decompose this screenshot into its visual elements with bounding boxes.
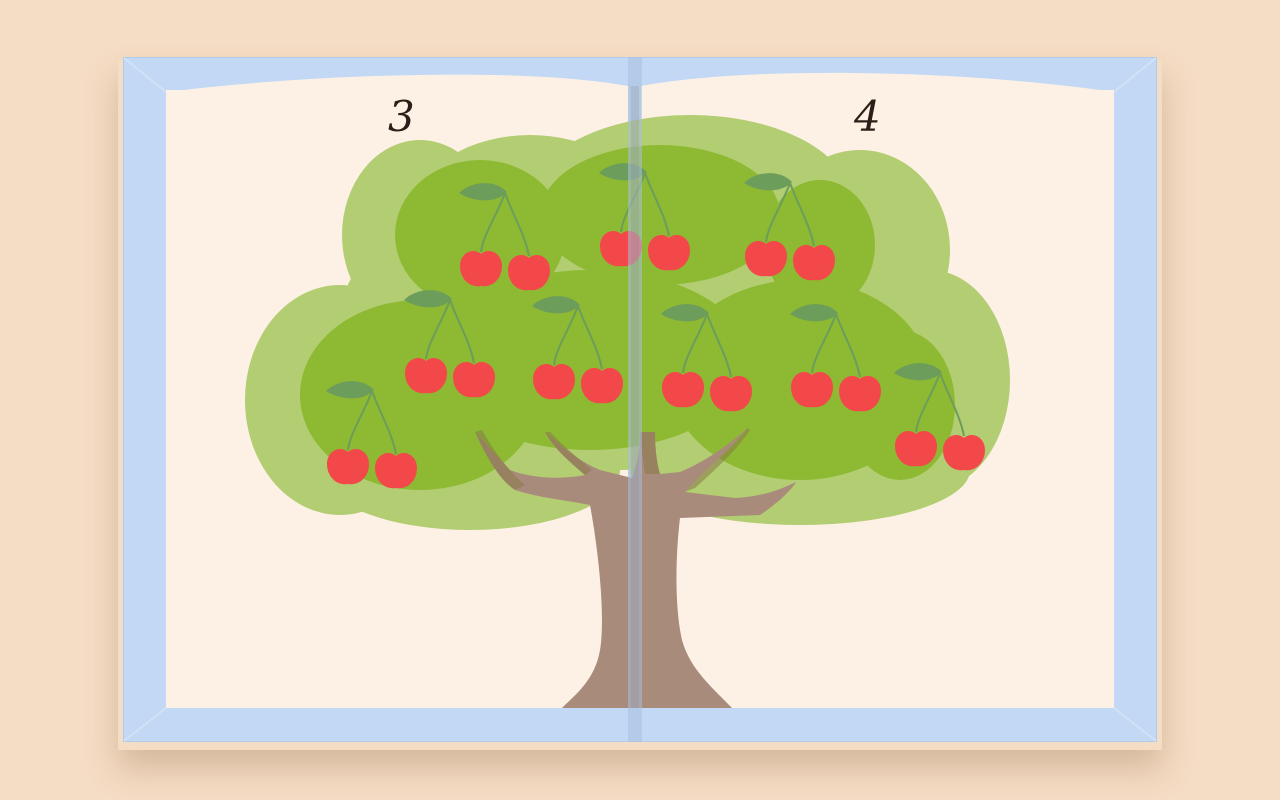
cherry-stem [577, 305, 603, 370]
cherry[interactable] [405, 358, 447, 394]
cherry-leaf [894, 363, 942, 381]
cherry-stem [789, 182, 815, 247]
cherry-stem [682, 313, 708, 374]
left-page-number: 3 [388, 92, 415, 141]
cherry[interactable] [662, 372, 704, 408]
cherry[interactable] [745, 241, 787, 277]
branch-shadows [475, 428, 750, 492]
cherry-stem [706, 313, 732, 378]
cherry[interactable] [895, 431, 937, 467]
right-page-number: 4 [854, 92, 881, 141]
cherry-pair[interactable] [744, 173, 835, 281]
cherry-stem [811, 313, 837, 374]
cherry[interactable] [839, 376, 881, 412]
cherry-stem [371, 390, 397, 455]
cherry-pair[interactable] [661, 304, 752, 412]
cherry-stem [425, 299, 451, 360]
cherry[interactable] [508, 255, 550, 291]
cherry[interactable] [793, 245, 835, 281]
cherry-stem [915, 372, 941, 433]
book-spine [628, 57, 642, 742]
cherry[interactable] [581, 368, 623, 404]
cherry[interactable] [533, 364, 575, 400]
cherry-pair[interactable] [894, 363, 985, 471]
cherry-leaf [532, 296, 580, 314]
cherry-stem [835, 313, 861, 378]
cherry[interactable] [648, 235, 690, 271]
cherry-stem [480, 192, 506, 253]
cherry[interactable] [943, 435, 985, 471]
cherry-leaf [661, 304, 709, 322]
left-page-top-edge [166, 74, 628, 95]
cherry-leaf [744, 173, 792, 191]
cherry-leaf [326, 381, 374, 399]
cherry-stem [765, 182, 791, 243]
right-page-top-edge [641, 72, 1114, 95]
book-spine-center [631, 86, 639, 708]
cherry-stem [553, 305, 579, 366]
cherry-pair[interactable] [459, 183, 550, 291]
cherry-pair[interactable] [790, 304, 881, 412]
cherry-stem [504, 192, 530, 257]
cherry-stem [644, 172, 670, 237]
cherry-stem [449, 299, 475, 364]
cherry-pair[interactable] [404, 290, 495, 398]
cherry[interactable] [460, 251, 502, 287]
cherry[interactable] [453, 362, 495, 398]
cherry[interactable] [375, 453, 417, 489]
cherry-leaf [790, 304, 838, 322]
cherry[interactable] [327, 449, 369, 485]
cherry-leaf [404, 290, 452, 308]
cherries-group [326, 163, 985, 489]
cherry-pair[interactable] [326, 381, 417, 489]
cherry-stem [939, 372, 965, 437]
cherry-stem [347, 390, 373, 451]
cherry[interactable] [710, 376, 752, 412]
cover-corner-lines [123, 57, 1157, 742]
cherry-leaf [459, 183, 507, 201]
cherry[interactable] [791, 372, 833, 408]
cherry-pair[interactable] [532, 296, 623, 404]
